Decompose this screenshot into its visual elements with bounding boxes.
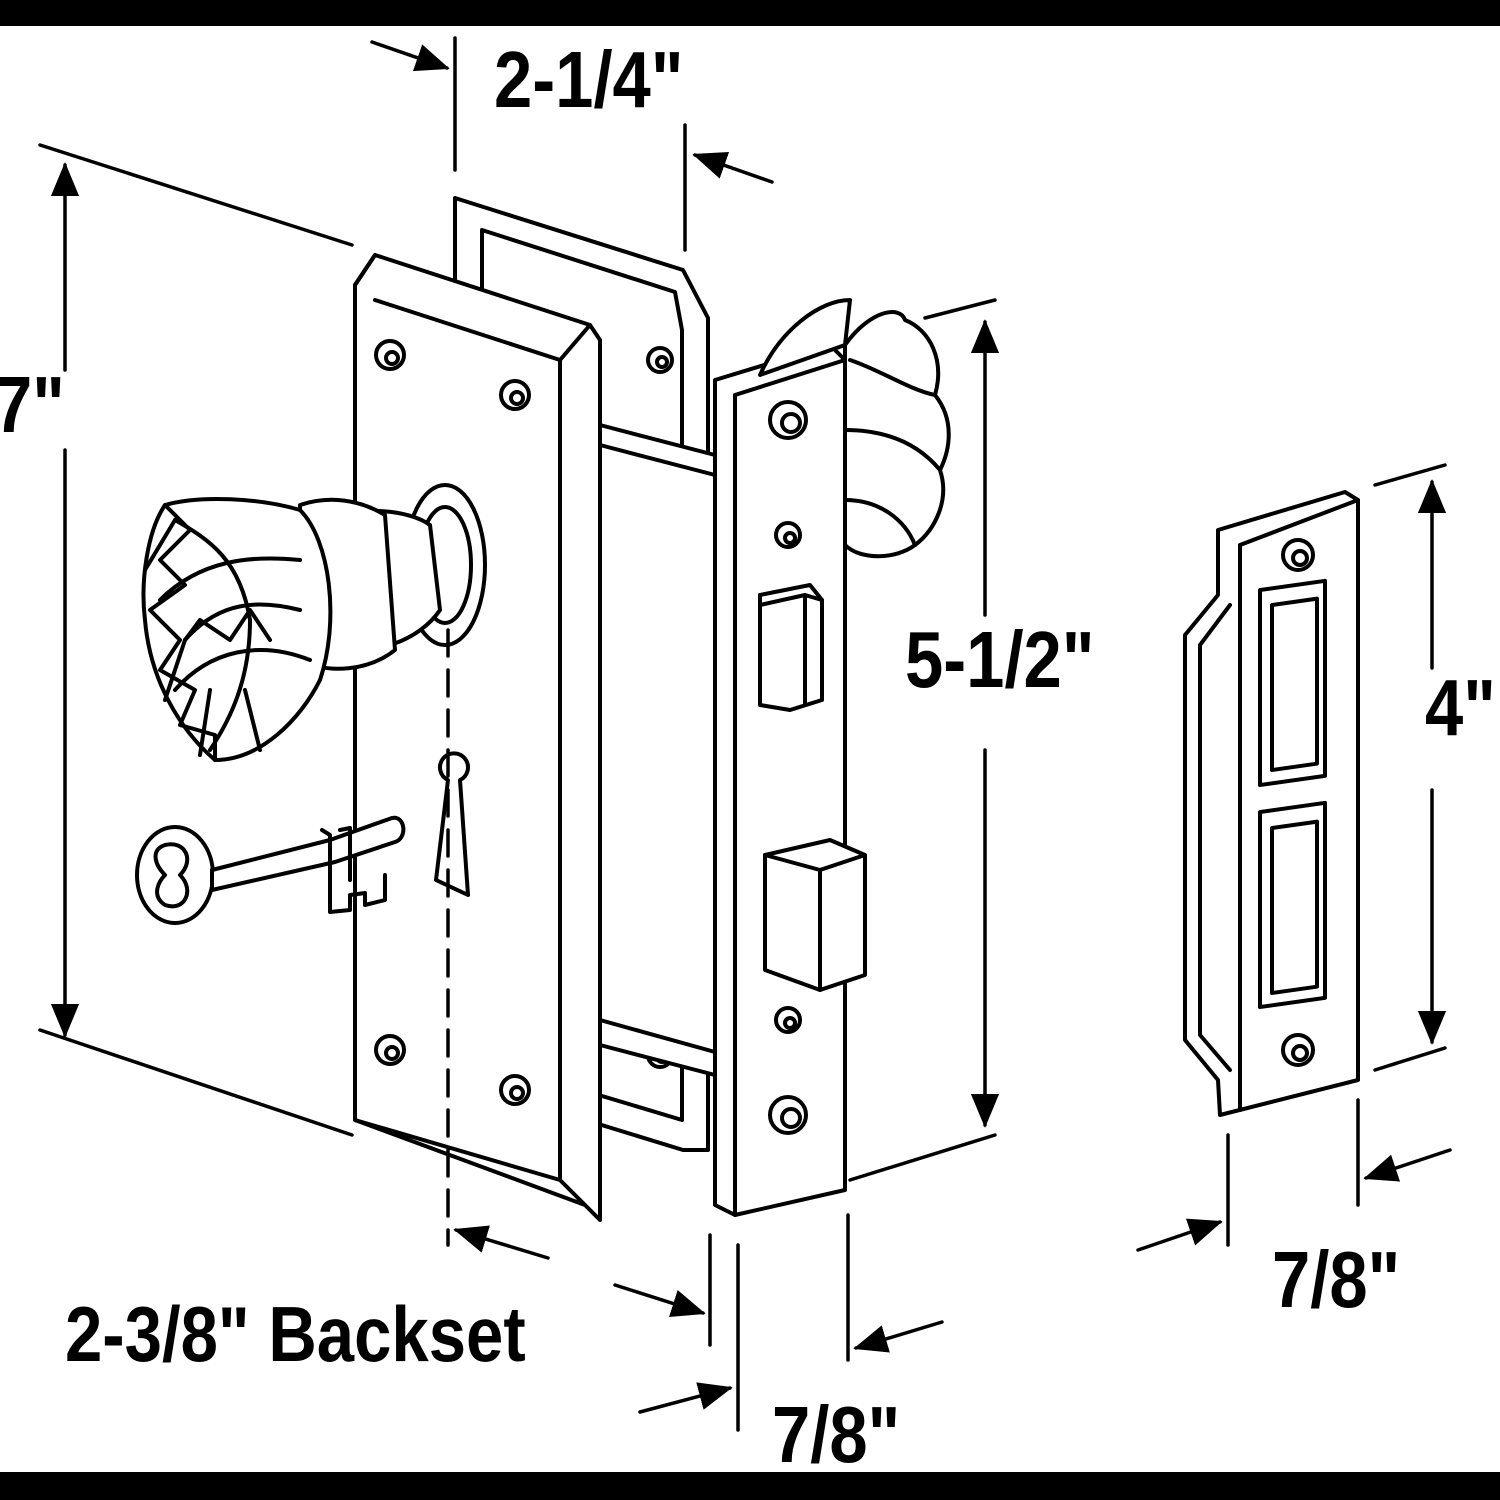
skeleton-key-icon	[135, 815, 406, 925]
front-escutcheon-plate	[353, 253, 602, 1222]
rear-door-knob	[758, 298, 951, 559]
dead-bolt	[763, 838, 867, 992]
dimension-7-height	[38, 143, 354, 1137]
label-left-height: 7"	[0, 360, 65, 449]
lock-case-body	[598, 423, 717, 1077]
label-faceplate-width: 7/8"	[772, 1390, 901, 1479]
dimension-backset	[446, 628, 712, 1347]
mortise-faceplate	[713, 343, 867, 1217]
dimension-4-height	[1373, 463, 1447, 1072]
label-mortise-height: 5-1/2"	[905, 615, 1095, 704]
dimension-2-1-4-width	[370, 36, 774, 252]
strike-plate	[1183, 490, 1360, 1117]
dimension-strike-7-8-width	[1136, 1098, 1452, 1252]
label-strike-height: 4"	[1425, 663, 1496, 752]
keyhole-icon	[434, 751, 470, 897]
label-backset: 2-3/8" Backset	[65, 1290, 526, 1378]
dimension-5-1-2-height	[848, 298, 1000, 1182]
crystal-door-knob	[141, 483, 487, 762]
label-strike-width: 7/8"	[1272, 1235, 1401, 1324]
dimension-faceplate-7-8-width	[638, 1213, 944, 1432]
label-top-width: 2-1/4"	[494, 35, 684, 124]
